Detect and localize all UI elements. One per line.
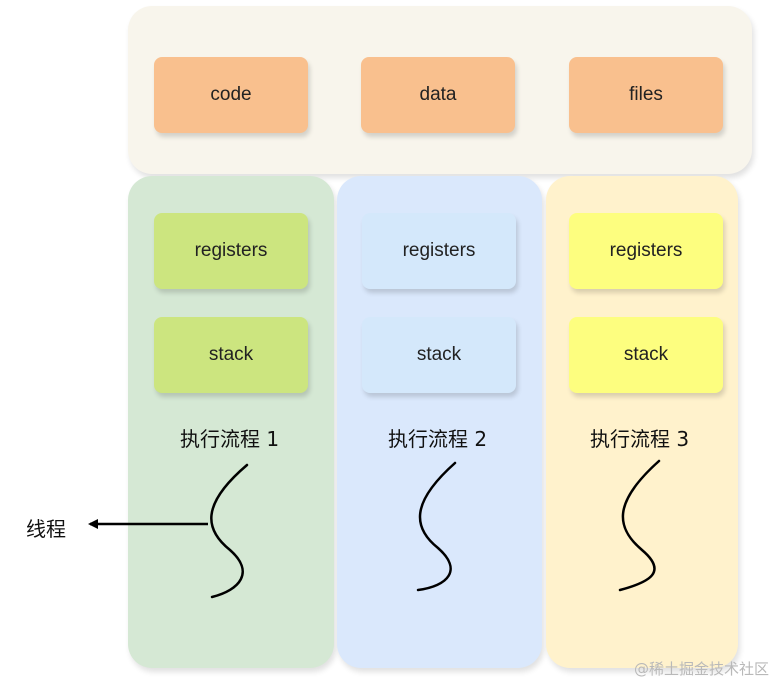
- stack-box-1: stack: [154, 317, 308, 393]
- thread-squiggle-2: [416, 461, 457, 592]
- thread-squiggle-3: [618, 459, 661, 592]
- code-box: code: [154, 57, 308, 133]
- registers-box-3: registers: [569, 213, 723, 289]
- thread-squiggle-1: [210, 463, 249, 599]
- registers-box-2: registers: [362, 213, 516, 289]
- files-box: files: [569, 57, 723, 133]
- execution-flow-3-title: 执行流程 3: [590, 427, 690, 451]
- watermark-text: @稀土掘金技术社区: [633, 660, 769, 678]
- stack-box-3: stack: [569, 317, 723, 393]
- execution-flow-2-title: 执行流程 2: [388, 427, 488, 451]
- data-box: data: [361, 57, 515, 133]
- thread-label: 线程: [26, 517, 66, 541]
- registers-box-1: registers: [154, 213, 308, 289]
- stack-box-2: stack: [362, 317, 516, 393]
- execution-flow-1-title: 执行流程 1: [180, 427, 280, 451]
